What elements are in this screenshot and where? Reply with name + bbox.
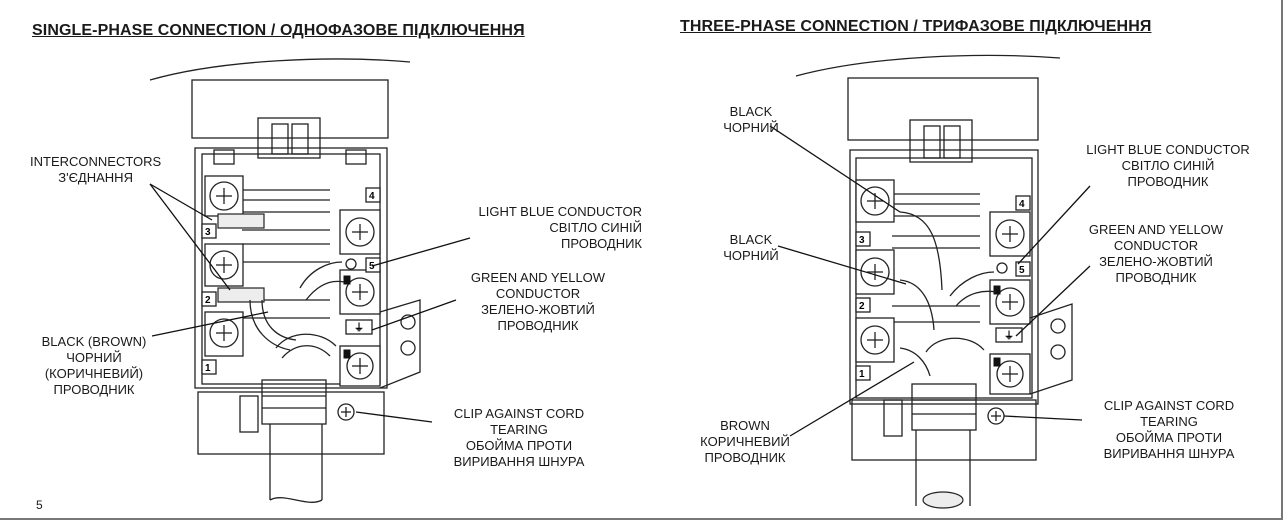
page-number: 5 (36, 498, 43, 512)
three-brown-label: BROWN КОРИЧНЕВИЙ ПРОВОДНИК (690, 418, 800, 466)
green-yellow-en-2: CONDUCTOR (495, 286, 581, 301)
brown-en: BROWN (720, 418, 770, 433)
black-brown-label: BLACK (BROWN) ЧОРНИЙ (КОРИЧНЕВИЙ) ПРОВОД… (34, 334, 154, 398)
black-brown-uk-2: (КОРИЧНЕВИЙ) (44, 366, 144, 381)
svg-text:2: 2 (205, 295, 211, 306)
single-phase-heading: SINGLE-PHASE CONNECTION / ОДНОФАЗОВЕ ПІД… (32, 22, 525, 39)
svg-text:⏚: ⏚ (354, 322, 364, 334)
three-clip-label: CLIP AGAINST CORD TEARING ОБОЙМА ПРОТИ В… (1074, 398, 1264, 462)
svg-text:4: 4 (369, 191, 375, 202)
light-blue-uk: СВІТЛО СИНІЙ (549, 220, 642, 235)
three-light-blue-label: LIGHT BLUE CONDUCTOR СВІТЛО СИНІЙ ПРОВОД… (1060, 142, 1276, 190)
green-yellow-en: GREEN AND YELLOW (470, 270, 606, 285)
three-black-top-label: BLACK ЧОРНИЙ (706, 104, 796, 136)
light-blue-uk: СВІТЛО СИНІЙ (1121, 158, 1215, 173)
three-phase-heading: THREE-PHASE CONNECTION / ТРИФАЗОВЕ ПІДКЛ… (680, 18, 1152, 35)
green-yellow-uk-2: ПРОВОДНИК (1115, 270, 1197, 285)
clip-uk: ОБОЙМА ПРОТИ (465, 438, 573, 453)
three-phase-terminal-block: 3 2 1 4 5 ⏚ (795, 54, 1073, 509)
single-phase-terminal-block: 3 2 1 4 5 ⏚ (149, 58, 421, 503)
svg-text:3: 3 (205, 227, 211, 238)
clip-en: CLIP AGAINST CORD (453, 406, 585, 421)
black-top-en: BLACK (729, 104, 773, 119)
light-blue-en: LIGHT BLUE CONDUCTOR (1086, 142, 1250, 157)
svg-text:⏚: ⏚ (1004, 330, 1014, 342)
single-green-yellow-label: GREEN AND YELLOW CONDUCTOR ЗЕЛЕНО-ЖОВТИЙ… (448, 270, 628, 334)
light-blue-en: LIGHT BLUE CONDUCTOR (478, 204, 643, 219)
green-yellow-en: GREEN AND YELLOW (1088, 222, 1224, 237)
svg-text:1: 1 (205, 363, 211, 374)
clip-en-2: TEARING (1140, 414, 1198, 429)
light-blue-uk-2: ПРОВОДНИК (1127, 174, 1209, 189)
svg-text:3: 3 (859, 235, 865, 246)
svg-text:5: 5 (1019, 265, 1025, 276)
black-brown-uk: ЧОРНИЙ (66, 350, 122, 365)
green-yellow-uk: ЗЕЛЕНО-ЖОВТИЙ (1099, 254, 1213, 269)
interconnectors-en: INTERCONNECTORS (30, 154, 162, 169)
brown-uk-2: ПРОВОДНИК (704, 450, 786, 465)
single-clip-label: CLIP AGAINST CORD TEARING ОБОЙМА ПРОТИ В… (424, 406, 614, 470)
clip-uk-2: ВИРИВАННЯ ШНУРА (1103, 446, 1235, 461)
clip-uk: ОБОЙМА ПРОТИ (1115, 430, 1223, 445)
black-top-uk: ЧОРНИЙ (723, 120, 779, 135)
black-brown-en: BLACK (BROWN) (41, 334, 147, 349)
interconnectors-label: INTERCONNECTORS З'ЄДНАННЯ (30, 154, 161, 186)
leader-lines (149, 125, 1091, 437)
clip-en: CLIP AGAINST CORD (1103, 398, 1235, 413)
green-yellow-uk-2: ПРОВОДНИК (497, 318, 579, 333)
green-yellow-en-2: CONDUCTOR (1113, 238, 1199, 253)
interconnectors-uk: З'ЄДНАННЯ (58, 170, 133, 185)
clip-en-2: TEARING (490, 422, 548, 437)
single-light-blue-label: LIGHT BLUE CONDUCTOR СВІТЛО СИНІЙ ПРОВОД… (420, 204, 643, 252)
brown-uk: КОРИЧНЕВИЙ (700, 434, 790, 449)
clip-uk-2: ВИРИВАННЯ ШНУРА (453, 454, 585, 469)
black-mid-en: BLACK (729, 232, 773, 247)
svg-text:1: 1 (859, 369, 865, 380)
svg-text:5: 5 (369, 261, 375, 272)
svg-text:2: 2 (859, 301, 865, 312)
three-black-mid-label: BLACK ЧОРНИЙ (706, 232, 796, 264)
black-mid-uk: ЧОРНИЙ (723, 248, 779, 263)
black-brown-uk-3: ПРОВОДНИК (53, 382, 135, 397)
three-green-yellow-label: GREEN AND YELLOW CONDUCTOR ЗЕЛЕНО-ЖОВТИЙ… (1066, 222, 1246, 286)
green-yellow-uk: ЗЕЛЕНО-ЖОВТИЙ (481, 302, 595, 317)
light-blue-uk-2: ПРОВОДНИК (560, 236, 642, 251)
svg-text:4: 4 (1019, 199, 1025, 210)
